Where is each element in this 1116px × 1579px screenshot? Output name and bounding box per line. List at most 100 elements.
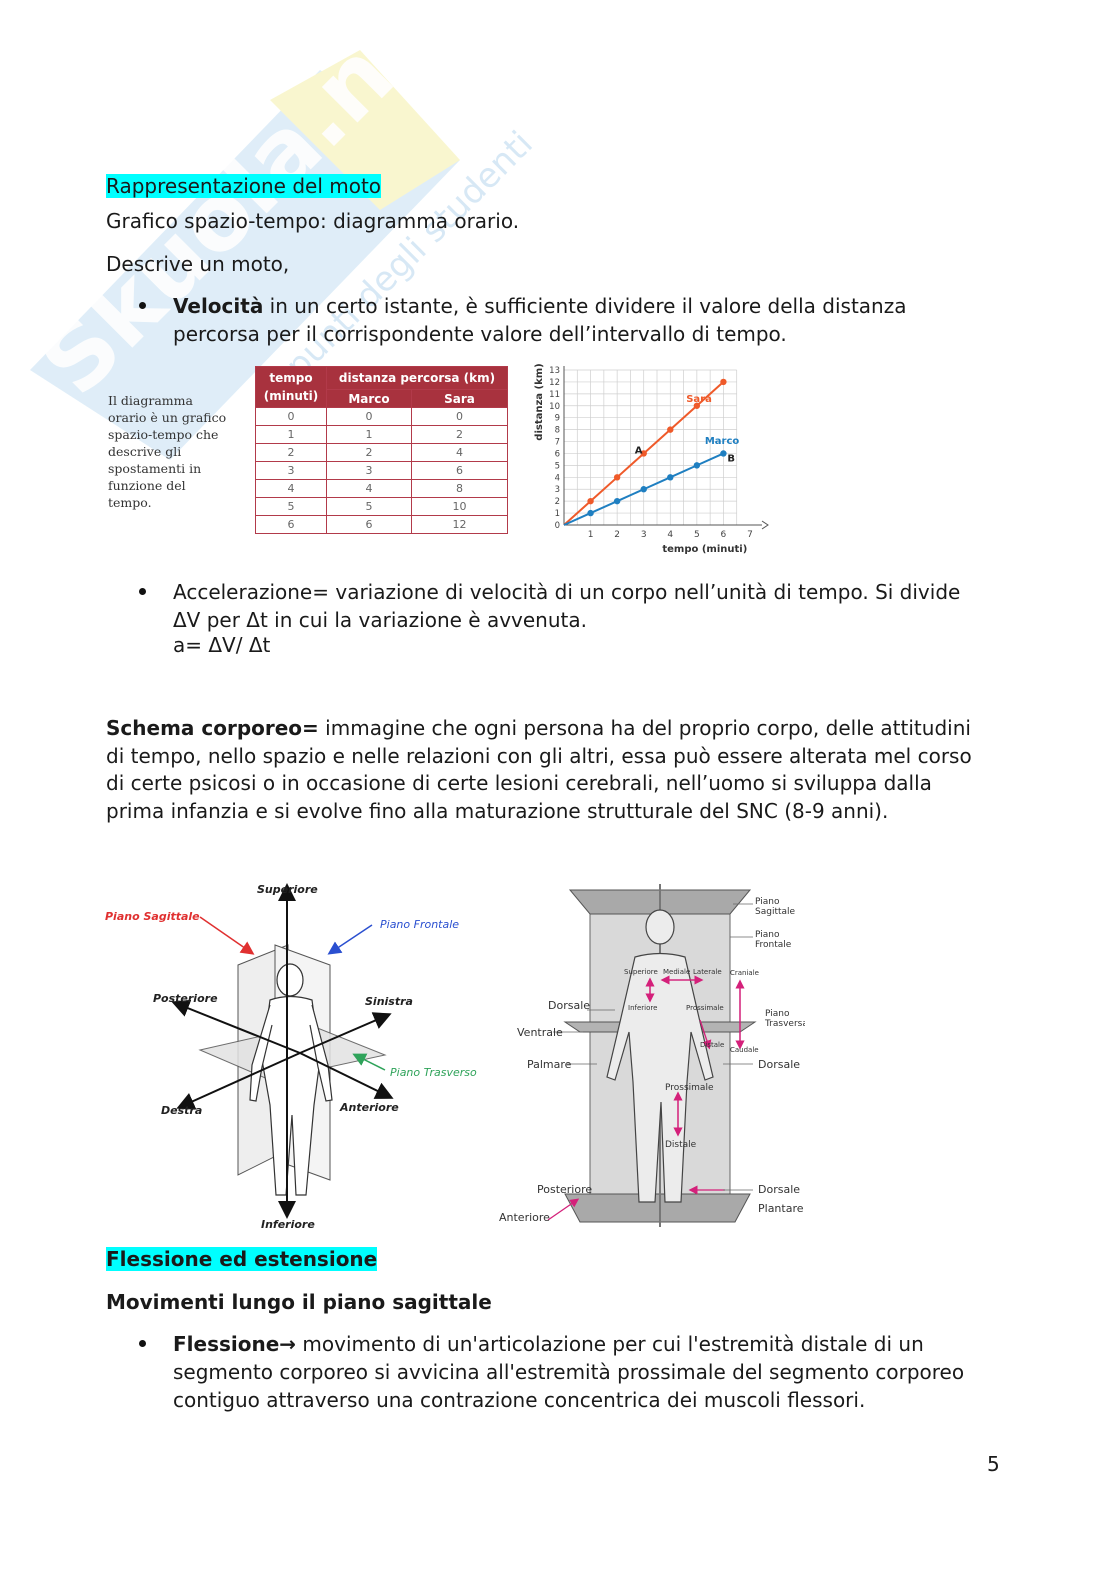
label-caudale: Caudale — [730, 1046, 759, 1054]
data-point-sara — [720, 378, 727, 386]
note-line: funzione del — [108, 478, 186, 493]
label-distale: Distale — [700, 1041, 724, 1049]
x-tick-label: 3 — [641, 530, 647, 540]
y-tick-label: 7 — [555, 438, 560, 448]
x-axis-label: tempo (minuti) — [662, 544, 747, 555]
page-number: 5 — [987, 1452, 1000, 1476]
point-label-a: A — [635, 445, 643, 456]
y-tick-label: 10 — [549, 402, 560, 412]
y-tick-label: 5 — [555, 461, 560, 471]
x-tick-label: 6 — [721, 530, 727, 540]
cell: 6 — [326, 515, 412, 534]
th-tempo: tempo — [269, 371, 313, 385]
watermark-logo: Skuola.net appunti degli studenti — [20, 40, 540, 460]
cell: 4 — [255, 479, 327, 498]
label-superiore: Superiore — [257, 883, 318, 896]
cell: 2 — [326, 443, 412, 462]
anatomical-planes-figure: Superiore Piano Sagittale Piano Frontale… — [105, 883, 477, 1231]
y-tick-label: 3 — [555, 485, 560, 495]
label-anteriore: Anteriore — [499, 1211, 550, 1224]
cell: 1 — [326, 425, 412, 444]
label-piano-fro-1: Piano — [755, 930, 780, 940]
x-axis-arrow-icon — [761, 520, 769, 530]
label-piano-frontale: Piano Frontale — [380, 918, 459, 931]
schema-line4: prima infanzia e si evolve fino alla mat… — [106, 799, 889, 823]
label-anteriore: Anteriore — [339, 1101, 399, 1114]
bullet-dot — [139, 302, 146, 309]
data-point-sara — [693, 402, 701, 409]
note-line: orario è un grafico — [108, 410, 227, 425]
data-point-sara — [587, 497, 594, 505]
x-tick-label: 1 — [588, 530, 594, 540]
label-inferiore: Inferiore — [261, 1218, 315, 1231]
x-tick-label: 4 — [667, 530, 673, 540]
bullet-flessione-line2: segmento corporeo si avvicina all'estrem… — [173, 1360, 965, 1384]
label-superiore: Superiore — [624, 968, 658, 976]
cell: 3 — [326, 461, 412, 480]
label-dorsale-left: Dorsale — [548, 999, 590, 1012]
y-axis-label: distanza (km) — [534, 363, 545, 440]
bullet-flessione-rest: movimento di un'articolazione per cui l'… — [296, 1332, 924, 1356]
cell: 0 — [411, 407, 508, 426]
x-tick-label: 7 — [747, 530, 753, 540]
label-posteriore: Posteriore — [537, 1183, 592, 1196]
note-line: spazio-tempo che — [108, 427, 219, 442]
section-heading-flessione: Flessione ed estensione — [106, 1247, 378, 1271]
label-palmare: Palmare — [527, 1058, 572, 1071]
label-piano-tra-1: Piano — [765, 1009, 790, 1019]
bullet-flessione-line3: contiguo attraverso una contrazione conc… — [173, 1388, 866, 1412]
schema-bold: Schema corporeo= — [106, 716, 319, 740]
data-point-sara — [640, 450, 647, 457]
label-dorsale-right: Dorsale — [758, 1058, 800, 1071]
label-piano-fro-2: Frontale — [755, 940, 792, 950]
label-destra: Destra — [161, 1104, 202, 1117]
bullet-accel-line2: ΔV per Δt in cui la variazione è avvenut… — [173, 608, 587, 632]
bullet-velocita-line2: percorsa per il corrispondente valore de… — [173, 322, 787, 346]
cell: 0 — [326, 407, 412, 426]
schema-line1-rest: immagine che ogni persona ha del proprio… — [318, 716, 971, 740]
bullet-velocita: Velocità in un certo istante, è sufficie… — [173, 292, 907, 320]
data-point-marco — [587, 509, 594, 517]
bullet-dot — [139, 1340, 146, 1347]
note-line: spostamenti in — [108, 461, 202, 476]
label-dorsale-foot: Dorsale — [758, 1183, 800, 1196]
schema-line3: di certe psicosi o in occasione di certe… — [106, 771, 932, 795]
y-tick-label: 9 — [555, 414, 560, 424]
bullet-flessione: Flessione→ movimento di un'articolazione… — [173, 1330, 924, 1358]
label-plantare: Plantare — [758, 1202, 804, 1215]
note-line: Il diagramma — [108, 393, 193, 408]
cell: 12 — [411, 515, 508, 534]
cell: 6 — [255, 515, 327, 534]
table-header-marco: Marco — [326, 389, 412, 408]
y-tick-label: 13 — [549, 366, 560, 376]
data-point-marco — [613, 497, 621, 505]
cell: 10 — [411, 497, 508, 516]
data-point-marco — [720, 450, 727, 457]
data-point-marco — [640, 486, 647, 493]
cell: 6 — [411, 461, 508, 480]
cell: 8 — [411, 479, 508, 498]
label-prossimale: Prossimale — [686, 1004, 724, 1012]
point-label-b: B — [727, 453, 735, 464]
x-tick-label: 5 — [694, 530, 700, 540]
label-mediale: Mediale — [663, 968, 690, 976]
table-header-distanza: distanza percorsa (km) — [326, 366, 508, 390]
cell: 5 — [326, 497, 412, 516]
y-tick-label: 2 — [555, 497, 560, 507]
x-tick-label: 2 — [614, 530, 620, 540]
label-prossimale2: Prossimale — [665, 1083, 714, 1093]
y-tick-label: 12 — [549, 378, 560, 388]
data-point-marco — [693, 462, 701, 469]
label-posteriore: Posteriore — [153, 992, 218, 1005]
human-figure-icon — [606, 909, 714, 1203]
label-piano-tra-2: Trasversale — [764, 1019, 805, 1029]
line-grafico: Grafico spazio-tempo: diagramma orario. — [106, 209, 520, 233]
cell: 3 — [255, 461, 327, 480]
bullet-accel-line1: Accelerazione= variazione di velocità di… — [173, 580, 961, 604]
